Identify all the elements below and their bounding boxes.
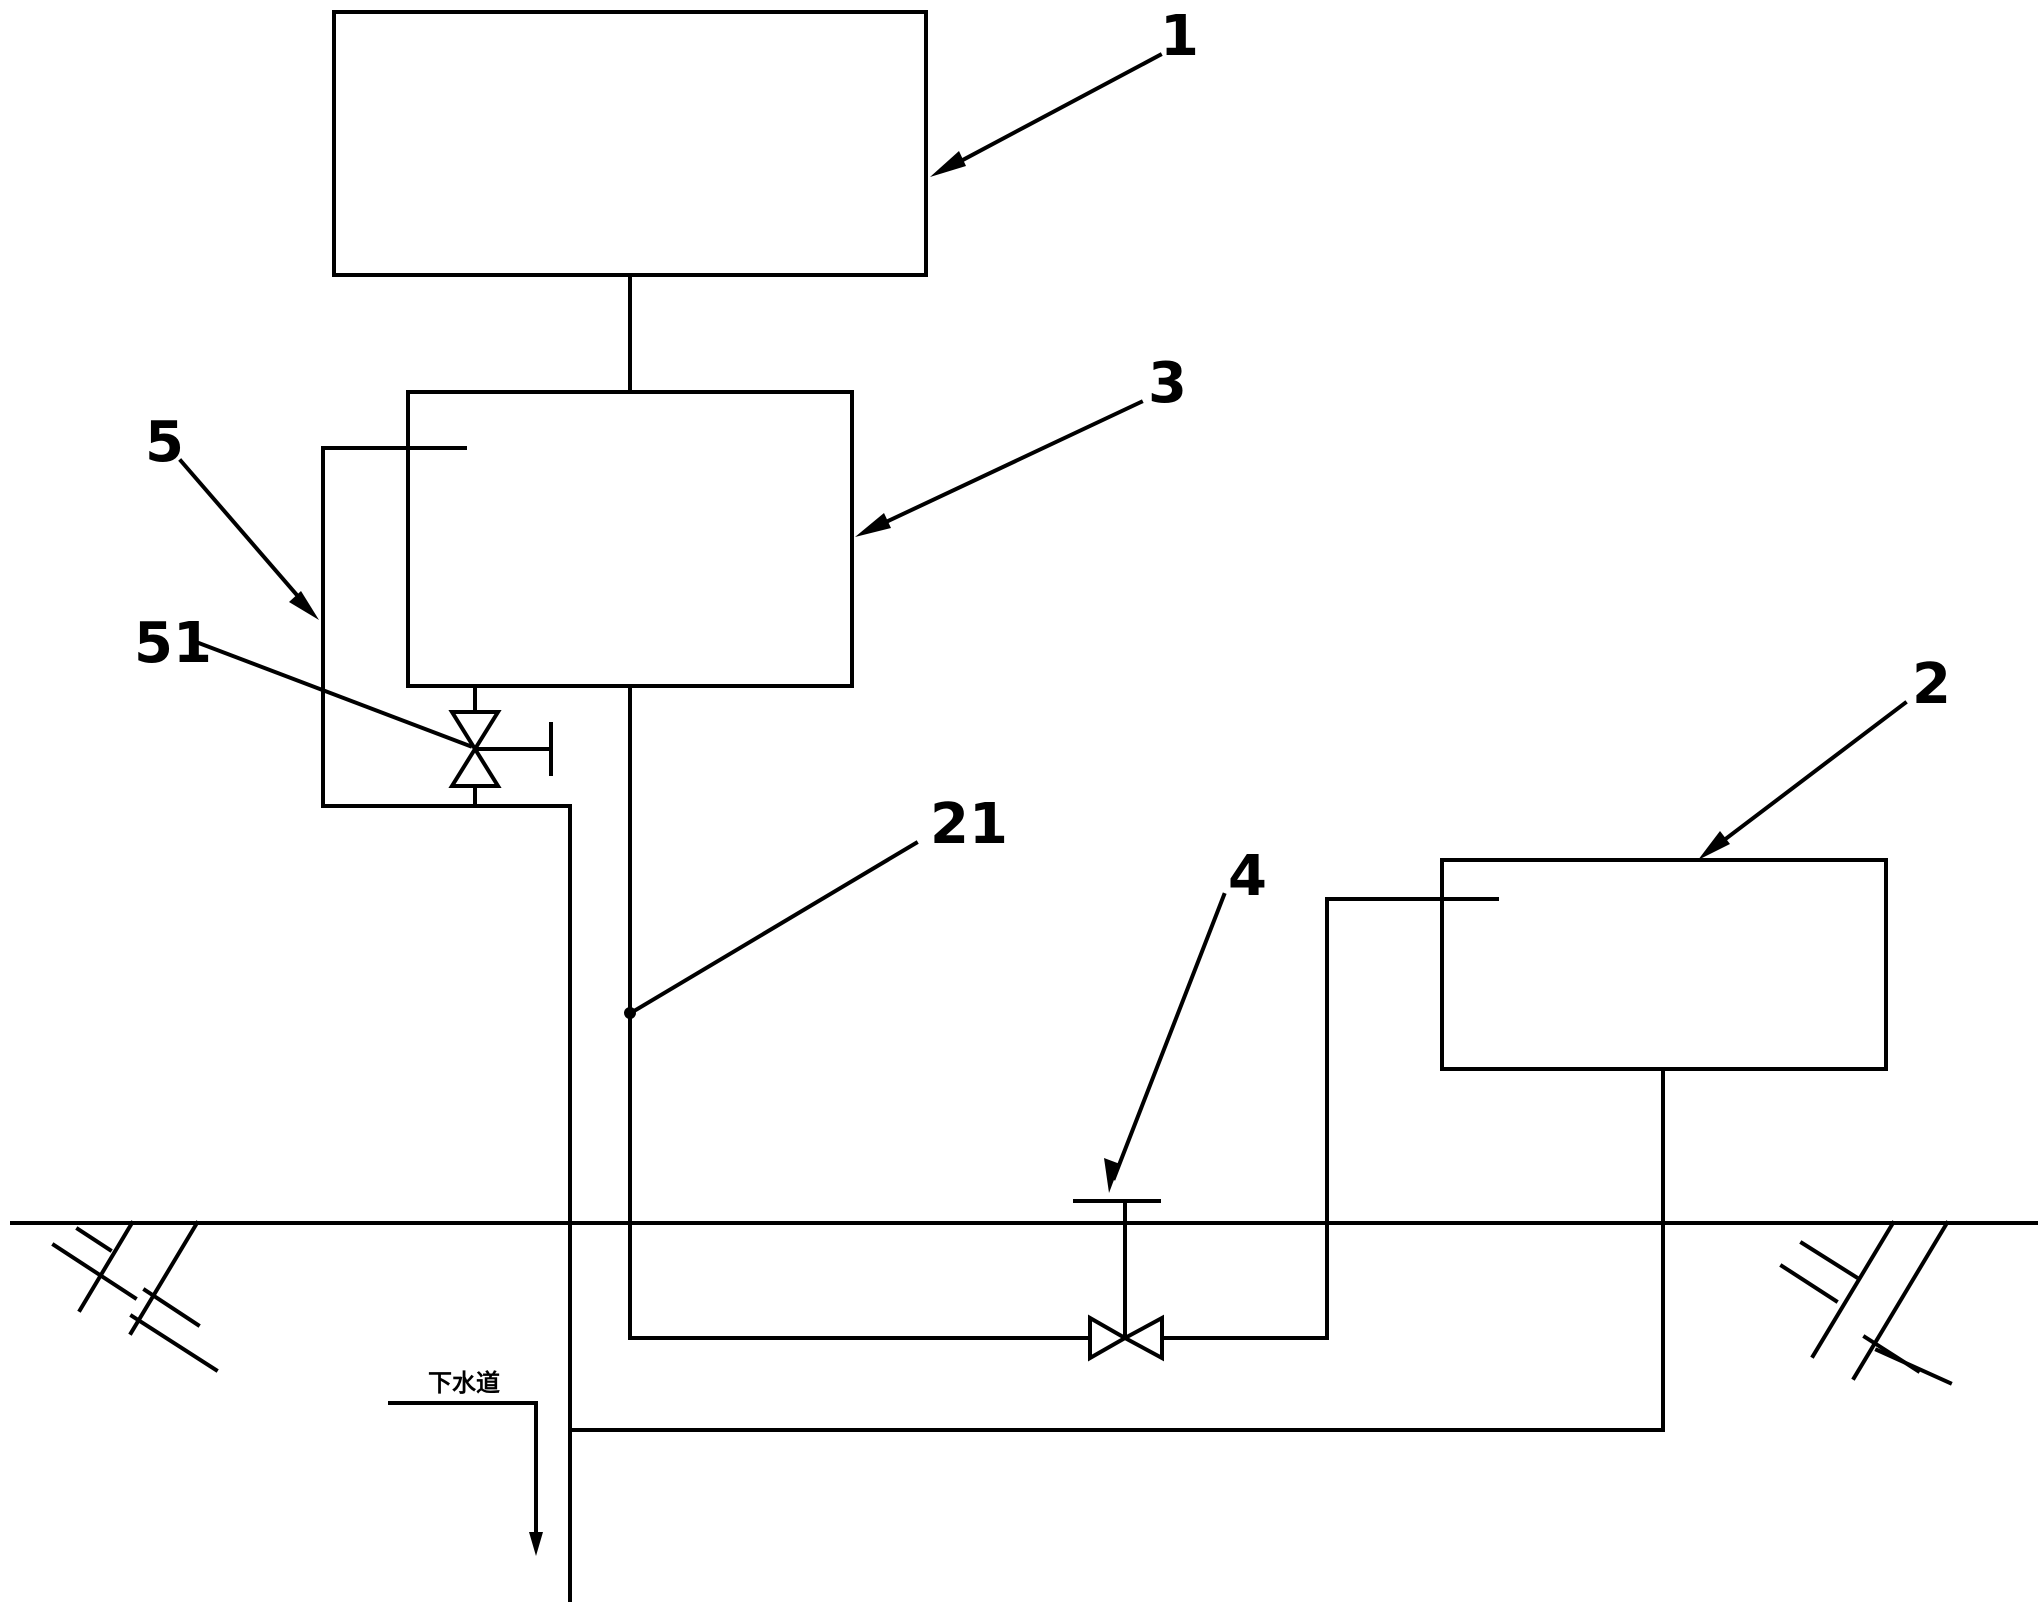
leader-3 — [866, 399, 1144, 533]
leader-5-arrow — [289, 591, 319, 620]
ground-hatch-left — [51, 1220, 219, 1373]
drain-label: 下水道 — [428, 1369, 500, 1397]
unit-1-box — [332, 10, 928, 277]
leader-4-arrow — [1104, 1158, 1120, 1193]
leader-5 — [178, 458, 312, 612]
pipe-5 — [321, 446, 572, 1602]
pipe-4-to-2 — [1160, 897, 1499, 1340]
pipe-2-return — [568, 1067, 1665, 1432]
label-2: 2 — [1912, 652, 1951, 717]
valve-51-body-lower — [448, 745, 502, 788]
unit-2-box — [1440, 858, 1888, 1071]
label-3: 3 — [1148, 351, 1187, 416]
ground-hatch-right — [1779, 1220, 1953, 1386]
leader-3-arrow — [855, 513, 891, 537]
valve-51-body — [448, 710, 502, 753]
label-4: 4 — [1228, 844, 1267, 909]
label-5: 5 — [145, 410, 184, 475]
label-51: 51 — [134, 611, 212, 676]
leader-4 — [1111, 892, 1227, 1181]
valve-4-body — [1088, 1314, 1130, 1362]
unit-3-box — [406, 390, 854, 688]
leader-2-arrow — [1698, 831, 1730, 860]
drain-arrow-head — [529, 1532, 543, 1556]
leader-21 — [631, 840, 919, 1014]
leader-2 — [1708, 700, 1908, 853]
leader-1-arrow — [930, 151, 966, 177]
valve-4-body-right — [1120, 1314, 1164, 1362]
drain-pipe — [388, 1401, 538, 1547]
label-1: 1 — [1160, 4, 1199, 69]
leader-1 — [941, 52, 1163, 173]
pipe-21 — [628, 684, 1092, 1340]
label-21: 21 — [930, 792, 1008, 857]
leader-51 — [193, 639, 473, 749]
